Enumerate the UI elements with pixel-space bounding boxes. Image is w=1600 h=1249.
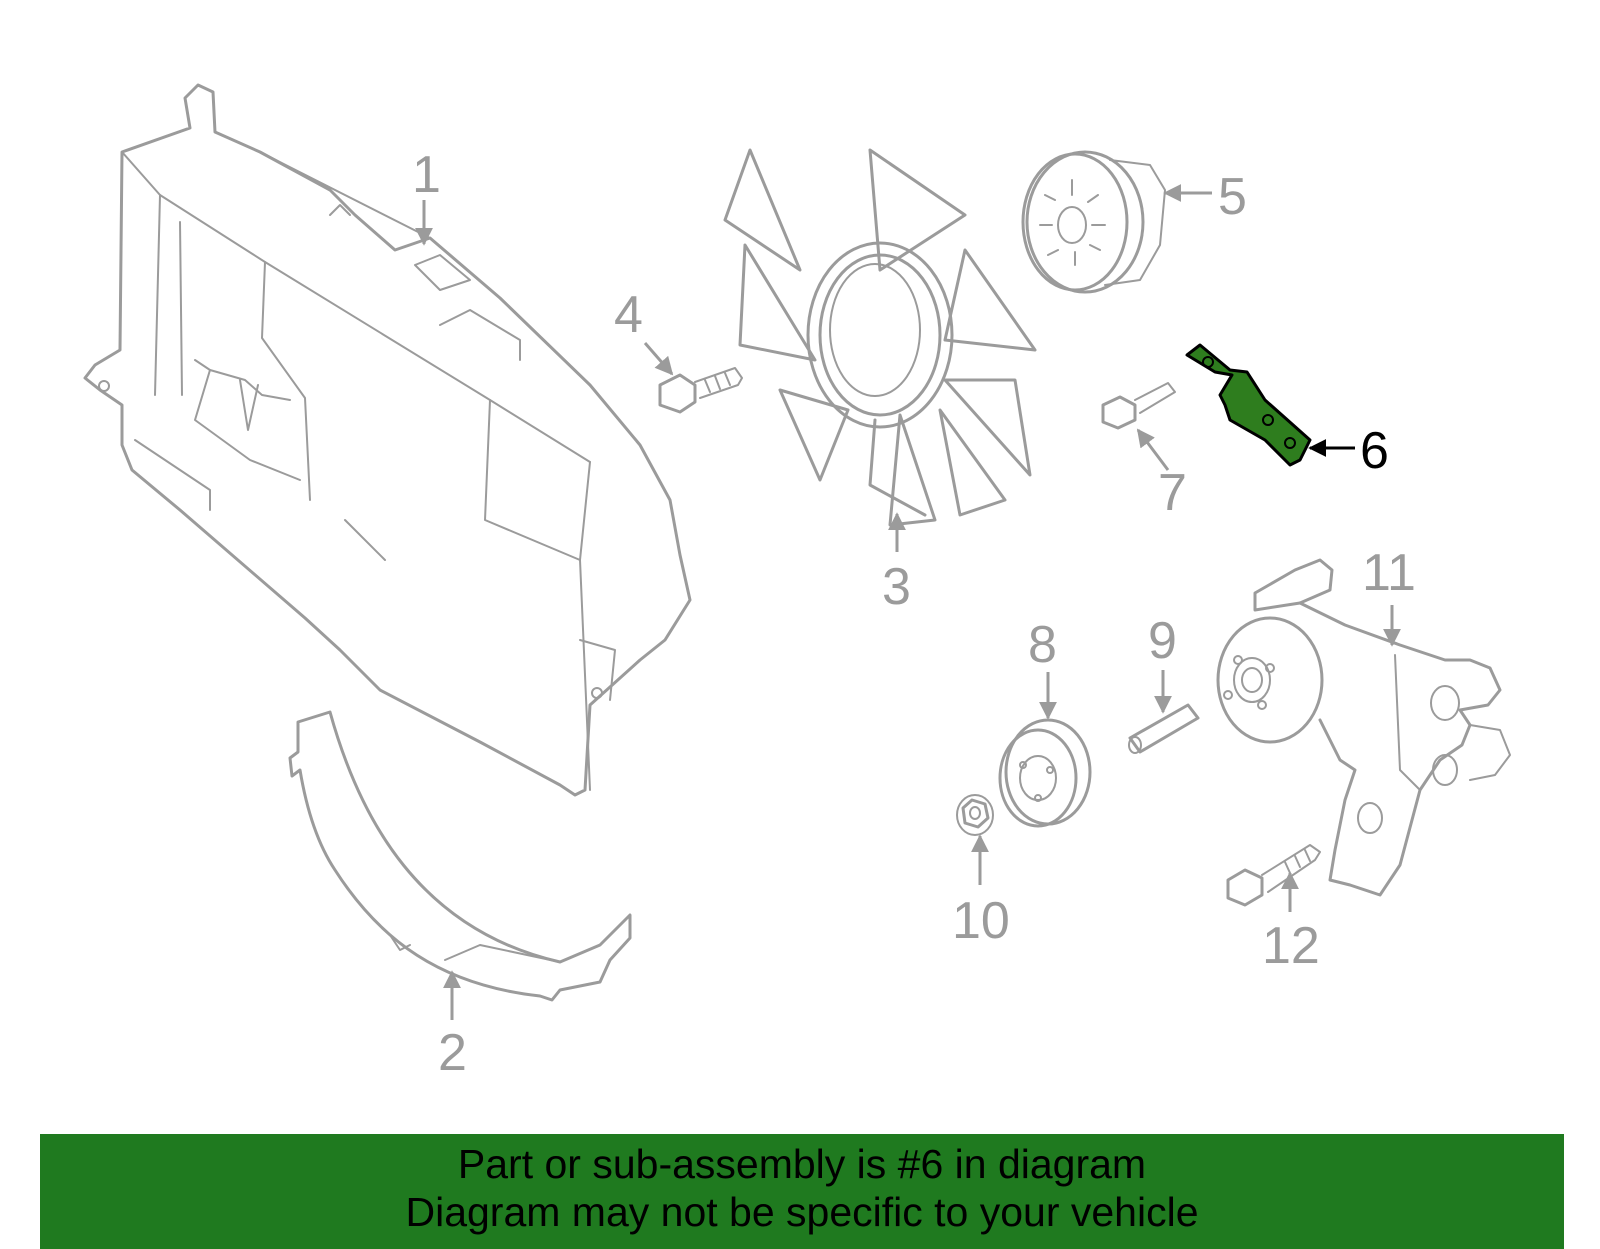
- part-11-pump-bracket[interactable]: [1216, 558, 1511, 897]
- part-3-fan[interactable]: [723, 148, 1037, 527]
- parts-diagram: 1 2 3 4 5 6 7 8 9 10 11 12: [83, 83, 1511, 1082]
- callout-5[interactable]: 5: [1218, 168, 1247, 226]
- callout-labels: 1 2 3 4 5 6 7 8 9 10 11 12: [412, 146, 1416, 1082]
- callout-9[interactable]: 9: [1148, 612, 1177, 670]
- leader-lines: [415, 184, 1401, 1020]
- callout-10[interactable]: 10: [952, 892, 1010, 950]
- banner-part-note: Part or sub-assembly is #6 in diagram: [457, 1141, 1147, 1187]
- callout-6[interactable]: 6: [1360, 422, 1389, 480]
- banner-disclaimer: Diagram may not be specific to your vehi…: [405, 1189, 1199, 1235]
- callout-1[interactable]: 1: [412, 146, 441, 204]
- part-9-stud[interactable]: [1128, 703, 1200, 754]
- part-8-idler-pulley[interactable]: [998, 718, 1092, 828]
- callout-8[interactable]: 8: [1028, 616, 1057, 674]
- part-2-lower-shroud[interactable]: [288, 710, 632, 1002]
- info-banner: Part or sub-assembly is #6 in diagram Di…: [40, 1134, 1564, 1249]
- part-4-bolt[interactable]: [658, 367, 743, 414]
- part-6-bracket-highlighted[interactable]: [1185, 343, 1312, 467]
- part-5-fan-clutch[interactable]: [1021, 150, 1166, 294]
- part-10-nut[interactable]: [956, 794, 994, 836]
- callout-2[interactable]: 2: [438, 1024, 467, 1082]
- part-12-bolt[interactable]: [1226, 844, 1321, 907]
- callout-3[interactable]: 3: [882, 558, 911, 616]
- part-1-fan-shroud[interactable]: [83, 83, 692, 797]
- callout-4[interactable]: 4: [614, 286, 643, 344]
- part-7-bolt[interactable]: [1101, 382, 1176, 430]
- callout-11[interactable]: 11: [1362, 544, 1416, 602]
- callout-7[interactable]: 7: [1158, 464, 1187, 522]
- callout-12[interactable]: 12: [1262, 917, 1320, 975]
